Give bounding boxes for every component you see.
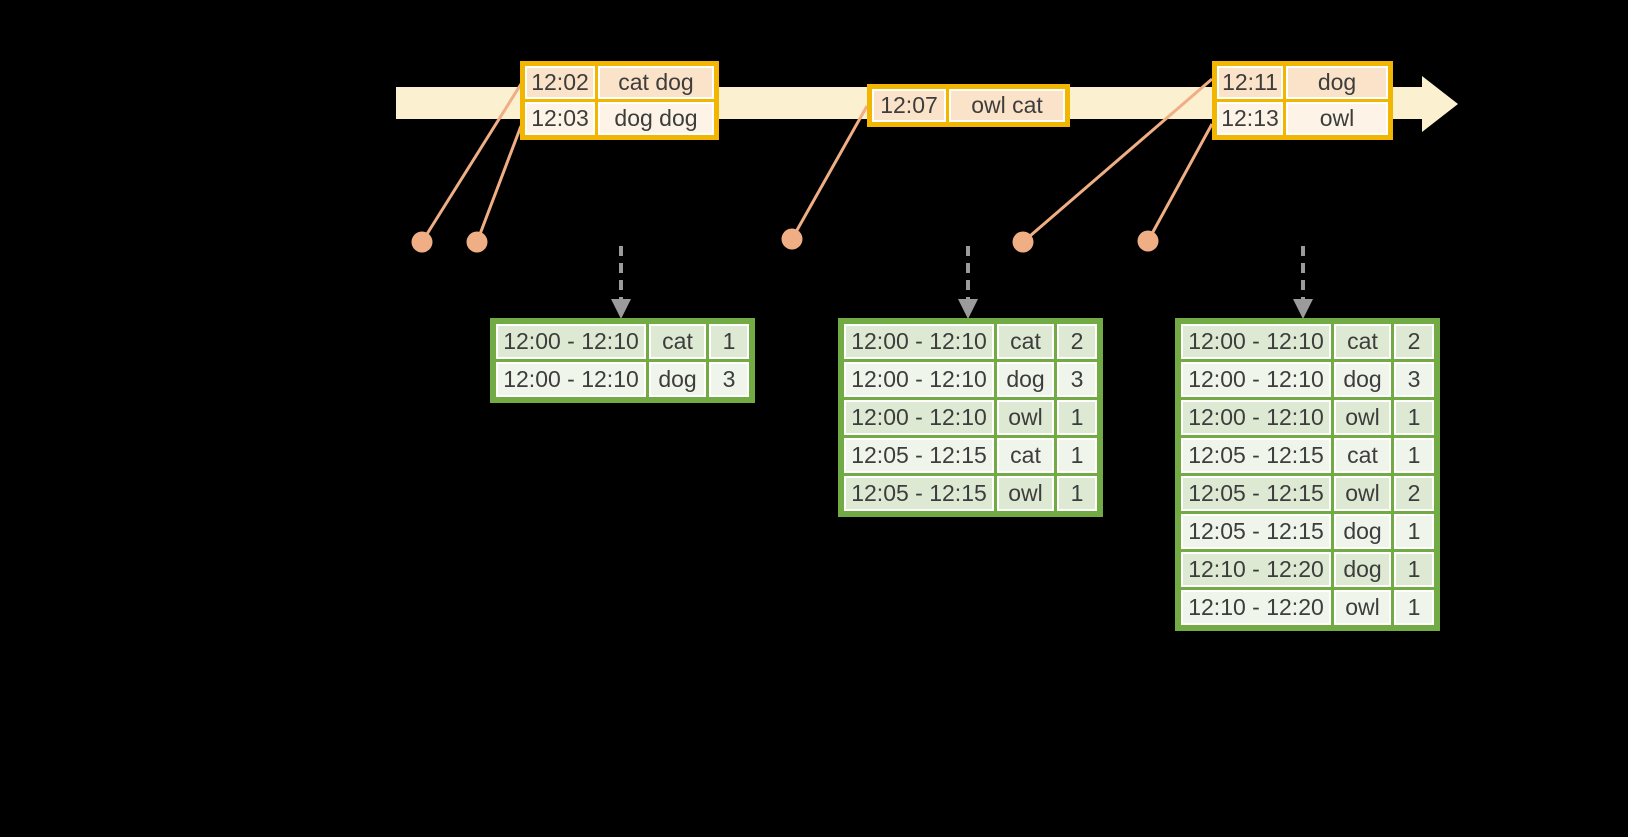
result-count-cell: 1 — [1394, 400, 1434, 435]
result-word-cell: cat — [1334, 324, 1391, 359]
result-count-cell: 1 — [1394, 590, 1434, 625]
result-word-cell: cat — [997, 438, 1054, 473]
result-window-cell: 12:00 - 12:10 — [844, 400, 994, 435]
result-window-cell: 12:00 - 12:10 — [844, 324, 994, 359]
result-count-cell: 1 — [1057, 438, 1097, 473]
result-count-cell: 1 — [1057, 400, 1097, 435]
result-window-cell: 12:00 - 12:10 — [1181, 324, 1331, 359]
result-window-cell: 12:05 - 12:15 — [1181, 476, 1331, 511]
event-words-cell: dog dog — [598, 102, 714, 135]
trigger-arrow-head-icon — [1293, 299, 1313, 319]
result-word-cell: cat — [997, 324, 1054, 359]
result-word-cell: dog — [1334, 552, 1391, 587]
result-count-cell: 2 — [1394, 324, 1434, 359]
event-time-cell: 12:07 — [872, 89, 946, 122]
event-time-cell: 12:13 — [1217, 102, 1283, 135]
event-time-cell: 12:11 — [1217, 66, 1283, 99]
result-window-cell: 12:00 - 12:10 — [496, 362, 646, 397]
result-count-cell: 1 — [1394, 552, 1434, 587]
result-word-cell: dog — [997, 362, 1054, 397]
event-dot-icon — [466, 231, 488, 253]
result-word-cell: dog — [649, 362, 706, 397]
result-word-cell: owl — [1334, 590, 1391, 625]
event-words-cell: owl — [1286, 102, 1388, 135]
result-word-cell: owl — [997, 400, 1054, 435]
event-connector-line — [1146, 123, 1214, 242]
result-word-cell: owl — [1334, 400, 1391, 435]
result-count-cell: 2 — [1394, 476, 1434, 511]
event-words-cell: cat dog — [598, 66, 714, 99]
result-word-cell: cat — [1334, 438, 1391, 473]
result-window-cell: 12:10 - 12:20 — [1181, 552, 1331, 587]
event-time-cell: 12:03 — [525, 102, 595, 135]
trigger-arrow-head-icon — [958, 299, 978, 319]
result-word-cell: dog — [1334, 514, 1391, 549]
result-count-cell: 3 — [709, 362, 749, 397]
event-connector-line — [790, 105, 869, 240]
trigger-arrow-head-icon — [611, 299, 631, 319]
event-connector-line — [420, 83, 523, 243]
result-window-cell: 12:05 - 12:15 — [1181, 514, 1331, 549]
result-count-cell: 1 — [1394, 438, 1434, 473]
result-word-cell: cat — [649, 324, 706, 359]
event-connector-line — [475, 125, 523, 243]
event-connector-line — [1022, 77, 1213, 244]
result-count-cell: 3 — [1057, 362, 1097, 397]
result-window-cell: 12:00 - 12:10 — [1181, 400, 1331, 435]
event-time-cell: 12:02 — [525, 66, 595, 99]
event-time-axis-arrowhead-icon — [1422, 76, 1458, 132]
event-dot-icon — [411, 231, 433, 253]
result-window-cell: 12:05 - 12:15 — [844, 476, 994, 511]
result-window-cell: 12:05 - 12:15 — [1181, 438, 1331, 473]
result-count-cell: 1 — [1057, 476, 1097, 511]
event-dot-icon — [781, 228, 803, 250]
result-count-cell: 1 — [709, 324, 749, 359]
event-dot-icon — [1137, 230, 1159, 252]
result-window-cell: 12:05 - 12:15 — [844, 438, 994, 473]
result-window-cell: 12:00 - 12:10 — [844, 362, 994, 397]
result-word-cell: owl — [1334, 476, 1391, 511]
result-count-cell: 1 — [1394, 514, 1434, 549]
result-word-cell: owl — [997, 476, 1054, 511]
event-dot-icon — [1012, 231, 1034, 253]
result-window-cell: 12:00 - 12:10 — [1181, 362, 1331, 397]
result-word-cell: dog — [1334, 362, 1391, 397]
result-count-cell: 2 — [1057, 324, 1097, 359]
result-window-cell: 12:00 - 12:10 — [496, 324, 646, 359]
result-window-cell: 12:10 - 12:20 — [1181, 590, 1331, 625]
result-count-cell: 3 — [1394, 362, 1434, 397]
event-words-cell: owl cat — [949, 89, 1065, 122]
event-words-cell: dog — [1286, 66, 1388, 99]
